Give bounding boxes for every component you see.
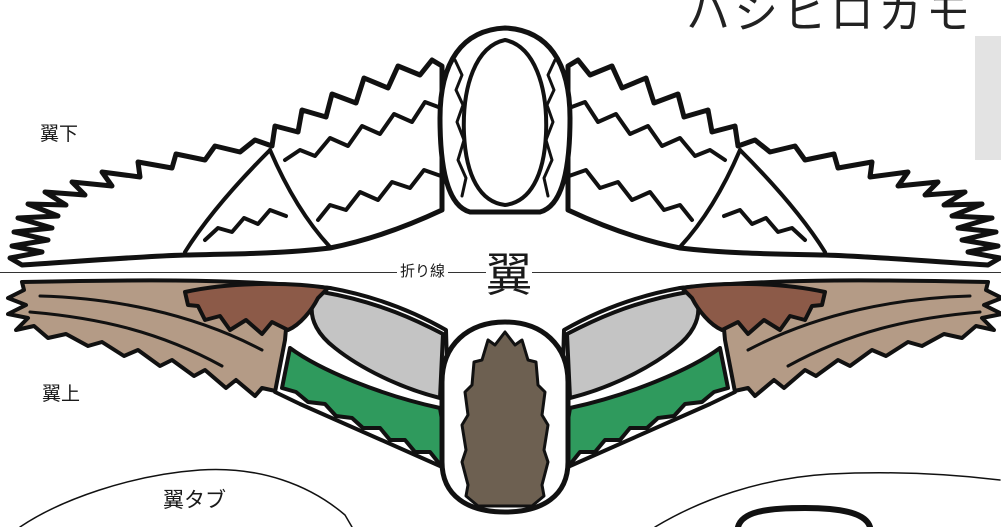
underwing-left <box>10 60 442 265</box>
next-part-outline <box>735 505 873 527</box>
underwing-body-feather-line <box>453 58 468 198</box>
upperwing-left <box>6 278 452 472</box>
part-name-label: 翼 <box>486 248 532 302</box>
page-title: ハシヒロカモ <box>686 0 974 39</box>
upperwing-body-center <box>460 330 550 508</box>
wing-tab-left-outline <box>19 468 353 527</box>
fold-line-label: 折り線 <box>397 264 449 279</box>
underwing-right <box>568 60 1000 265</box>
upperwing-right <box>558 278 1001 472</box>
underwing-body-feather-line <box>542 58 557 198</box>
page-edge-shade <box>975 36 1001 160</box>
wing-tab-label: 翼タブ <box>163 488 226 512</box>
underwing-body <box>437 25 573 215</box>
upperwing-label: 翼上 <box>42 383 81 405</box>
upperwing-body <box>439 319 571 515</box>
wing-tab-right-outline <box>654 472 1001 527</box>
underwing-body-outline <box>437 25 573 215</box>
underwing-body-inner <box>461 38 549 207</box>
underwing-label: 翼下 <box>40 123 79 145</box>
